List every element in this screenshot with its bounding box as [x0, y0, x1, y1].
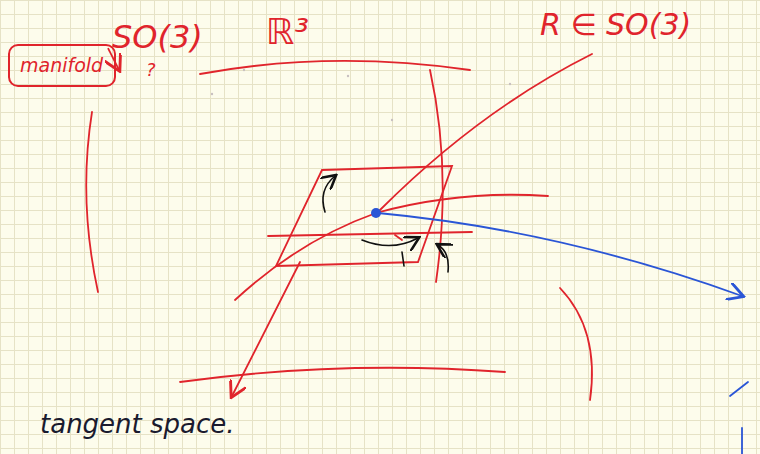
space-name: ℝ³	[266, 12, 309, 52]
tangent-space-label: tangent space.	[40, 410, 235, 439]
rotation-arrows	[323, 176, 448, 272]
question-mark: ?	[146, 60, 156, 80]
point-marker	[371, 208, 381, 218]
sketch-dots	[211, 69, 511, 121]
node-text: manifold	[20, 54, 104, 77]
rotation-note: R ∈ SO(3)	[540, 8, 691, 41]
manifold-sketch	[86, 54, 592, 400]
manifold-box: manifold	[8, 44, 116, 87]
group-name: SO(3)	[112, 20, 203, 55]
blue-pointer	[378, 213, 748, 454]
